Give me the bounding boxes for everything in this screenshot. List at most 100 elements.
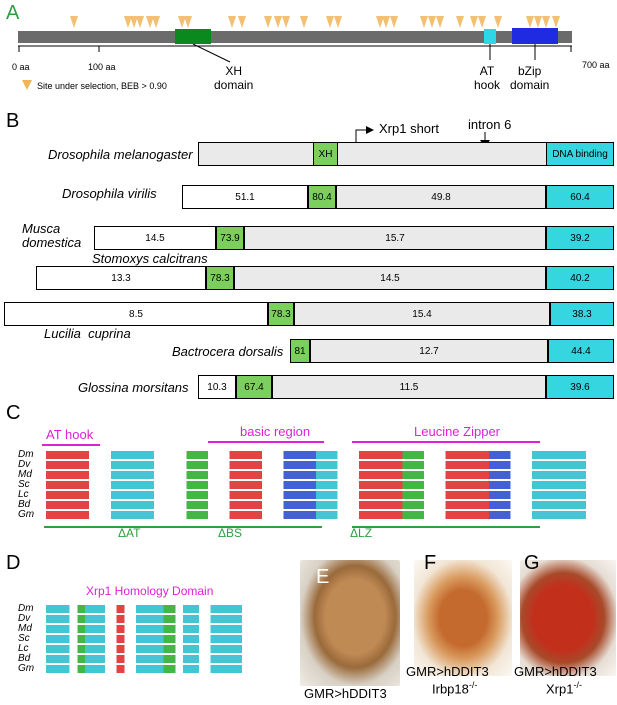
alignment-row: [46, 625, 242, 633]
species-code: Dm: [18, 449, 34, 460]
panel-a-axis: [18, 44, 572, 63]
alignment-row: [46, 665, 242, 673]
segment: 15.7: [244, 226, 546, 250]
panel-g-genotype: -/-: [573, 680, 582, 690]
delta-at-bar: [44, 526, 204, 528]
alignment-row: [46, 645, 242, 653]
xh-domain-box: [175, 29, 211, 44]
panel-e-caption: GMR>hDDIT3: [304, 686, 387, 701]
eye-photo-e: [300, 560, 400, 686]
homology-domain-header: Xrp1 Homology Domain: [86, 584, 214, 598]
species-code: Sc: [18, 633, 30, 644]
panel-g-label: G: [524, 552, 540, 574]
legend-text: Site under selection, BEB > 0.90: [37, 81, 167, 91]
species-code: Lc: [18, 643, 29, 654]
tick-100: 100 aa: [88, 62, 116, 72]
species-name: Lucilia cuprina: [44, 326, 131, 341]
leucine-zipper-header: Leucine Zipper: [414, 424, 500, 439]
at-hook-bracket: [42, 444, 100, 446]
species-code: Dv: [18, 459, 31, 470]
delta-bs-label: ΔBS: [218, 526, 243, 540]
dna-binding-segment: DNA binding: [546, 142, 614, 166]
alignment-row: [46, 501, 586, 509]
homology-alignment: Dm Dv Md Sc Lc Bd Gm: [18, 604, 242, 674]
panel-f-genotype: -/-: [468, 680, 478, 690]
species-code: Md: [18, 469, 32, 480]
panel-f-label: F: [424, 552, 437, 574]
species-code: Bd: [18, 653, 31, 664]
dna-binding-segment: 38.3: [550, 302, 614, 326]
segment: 13.3: [36, 266, 206, 290]
delta-at-label: ΔAT: [118, 526, 141, 540]
delta-lz-bar: [352, 526, 540, 528]
segment: 51.1: [182, 185, 308, 209]
tick-0: 0 aa: [12, 62, 30, 72]
panel-e-label: E: [316, 566, 330, 588]
tick-700: 700 aa: [582, 60, 610, 70]
alignment-row: [46, 461, 586, 469]
bzip-domain-label: bZip domain: [510, 64, 550, 92]
at-hook-box: [484, 29, 496, 44]
xh-segment: 78.3: [206, 266, 234, 290]
alignment-row: [46, 605, 242, 613]
panel-d-label: D: [6, 552, 21, 574]
dna-binding-segment: 44.4: [548, 339, 614, 363]
species-name: Bactrocera dorsalis: [172, 344, 284, 359]
segment: 14.5: [234, 266, 546, 290]
species-code: Gm: [18, 663, 35, 674]
dna-binding-segment: 39.2: [546, 226, 614, 250]
segment: 49.8: [336, 185, 546, 209]
species-code: Md: [18, 623, 32, 634]
species-code: Bd: [18, 499, 31, 510]
bzip-domain-box: [512, 28, 558, 44]
segment: 10.3: [198, 375, 236, 399]
legend-triangle-icon: [22, 80, 32, 90]
species-code: Sc: [18, 479, 30, 490]
alignment-row: [46, 481, 586, 489]
panel-a-label: A: [6, 2, 20, 24]
segment: 12.7: [310, 339, 548, 363]
dna-binding-segment: 39.6: [546, 375, 614, 399]
segment: 14.5: [94, 226, 216, 250]
alignment-row: [46, 491, 586, 499]
species-name: Musca domestica: [22, 221, 82, 250]
panel-g-caption-1: GMR>hDDIT3: [514, 664, 597, 679]
alignment-row: [46, 635, 242, 643]
at-hook-label: AT hook: [474, 64, 501, 92]
xh-domain-label: XH domain: [214, 64, 254, 92]
panel-f-gene: Irbp18: [432, 681, 469, 697]
xh-segment: 78.3: [268, 302, 294, 326]
at-hook-header: AT hook: [46, 427, 94, 442]
panel-c-label: C: [6, 402, 21, 424]
segment: 15.4: [294, 302, 550, 326]
segment: 11.5: [272, 375, 546, 399]
species-name: Drosophila melanogaster: [48, 147, 193, 162]
alignment-row: [46, 655, 242, 663]
alignment-row: [46, 451, 586, 459]
xh-segment: 73.9: [216, 226, 244, 250]
dna-binding-segment: 40.2: [546, 266, 614, 290]
delta-bs-bar: [196, 526, 322, 528]
xh-segment: XH: [313, 142, 338, 166]
bzip-alignment: Dm Dv Md Sc Lc Bd Gm: [18, 450, 586, 520]
eye-photo-f: [414, 560, 512, 676]
xh-segment: 67.4: [236, 375, 272, 399]
alignment-row: [46, 511, 586, 519]
segment: 8.5: [4, 302, 268, 326]
basic-region-header: basic region: [240, 424, 311, 439]
species-name: Glossina morsitans: [78, 380, 189, 395]
alignment-row: [46, 615, 242, 623]
xh-segment: 80.4: [308, 185, 336, 209]
panel-f-caption-2: Irbp18-/-: [432, 680, 477, 696]
dna-binding-segment: 60.4: [546, 185, 614, 209]
xh-segment: 81: [290, 339, 310, 363]
species-name: Stomoxys calcitrans: [92, 251, 208, 266]
species-code: Lc: [18, 489, 29, 500]
species-code: Gm: [18, 509, 35, 520]
eye-photo-g: [520, 560, 616, 676]
species-name: Drosophila virilis: [62, 186, 157, 201]
basic-region-bracket: [208, 441, 324, 443]
delta-lz-label: ΔLZ: [350, 526, 373, 540]
panel-g-caption-2: Xrp1-/-: [546, 680, 582, 696]
panel-g-gene: Xrp1: [546, 681, 574, 697]
